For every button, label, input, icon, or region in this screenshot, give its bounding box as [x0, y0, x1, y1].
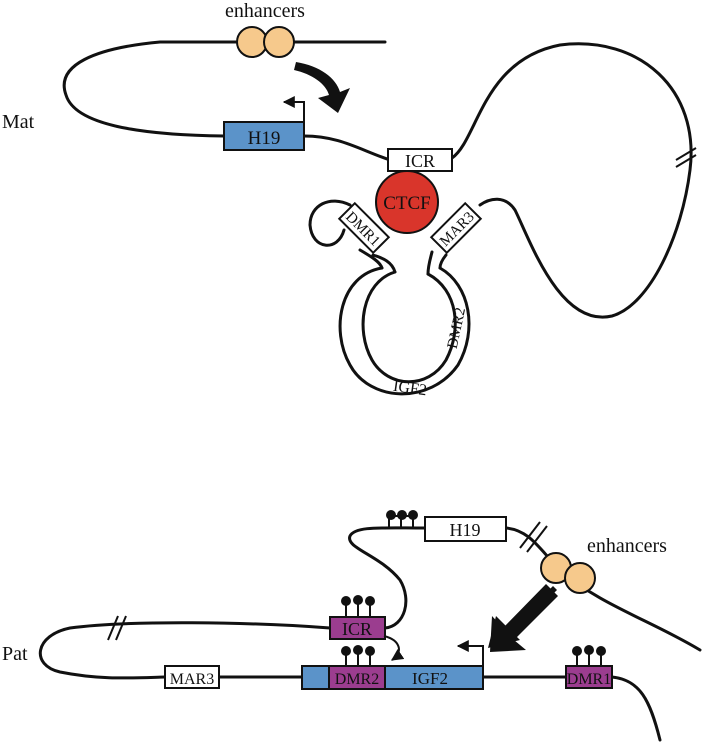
pat-dmr2-methyl-3	[365, 646, 375, 656]
mat-label: Mat	[2, 111, 35, 133]
mat-igf2: IGF2	[392, 378, 428, 400]
mat-chromatin-right-loop	[450, 42, 693, 319]
paternal-allele: Pat enhancers H19 ICR	[2, 510, 702, 742]
pat-break-mark-left	[107, 615, 127, 641]
mat-h19-tss-arrow	[282, 96, 305, 122]
pat-h19-label: H19	[450, 520, 481, 540]
mat-h19-label: H19	[248, 128, 281, 149]
pat-h19-methylation	[386, 510, 418, 528]
pat-enhancer-arrow-body	[490, 584, 558, 652]
pat-break-mark-right	[519, 521, 548, 553]
mat-icr-box	[387, 148, 453, 172]
pat-mar3-label: MAR3	[170, 671, 214, 688]
mat-igf2-label: IGF2	[392, 378, 428, 400]
mat-loop-neck-right	[426, 250, 448, 276]
pat-icr-methyl-1	[341, 596, 351, 606]
pat-igf2-label: IGF2	[412, 669, 448, 688]
mat-enhancer-1	[236, 26, 268, 58]
pat-dmr1-label: DMR1	[567, 671, 611, 688]
pat-dmr2-methyl-2	[353, 645, 363, 655]
pat-dmr1-methylation	[572, 645, 606, 666]
mat-mar3: MAR3	[429, 201, 483, 255]
mat-chromatin-dmr1-tail	[308, 199, 352, 247]
pat-chromatin-tail	[610, 675, 662, 742]
pat-dmr2-label: DMR2	[335, 671, 379, 688]
mat-chromatin-left	[62, 40, 387, 138]
pat-h19-methyl-2	[397, 510, 407, 520]
pat-dmr1-methyl-1	[572, 646, 582, 656]
mat-loop-neck-left	[358, 248, 397, 274]
pat-label: Pat	[2, 643, 28, 665]
pat-icr-to-dmr2-arrow	[383, 635, 405, 661]
mat-igf2-loop-outer	[338, 266, 471, 396]
mat-dmr1-box	[337, 201, 391, 255]
mat-igf2-loop-inner	[361, 270, 457, 384]
mat-mar3-box	[429, 201, 483, 255]
pat-icr-methyl-2	[353, 595, 363, 605]
pat-h19-box	[424, 516, 507, 542]
pat-chromatin-main	[38, 621, 332, 680]
pat-icr-methylation	[341, 595, 375, 617]
mat-ctcf-circle	[375, 170, 439, 234]
pat-dmr1-methyl-3	[596, 646, 606, 656]
maternal-allele: Mat enhancers H19 ICR CTCF DMR1	[2, 0, 697, 400]
pat-enhancer-2	[564, 562, 596, 594]
pat-icr-label: ICR	[342, 619, 372, 639]
pat-h19-methyl-3	[408, 510, 418, 520]
pat-dmr2-methylation	[341, 645, 375, 666]
mat-icr-label: ICR	[405, 151, 435, 171]
pat-chromatin-icr-loop	[348, 526, 427, 630]
mat-enhancers-label: enhancers	[225, 0, 305, 22]
mat-h19-box	[223, 121, 305, 151]
mat-enhancer-arrow	[294, 62, 350, 113]
pat-igf2-tss-arrow	[456, 640, 484, 666]
mat-enhancer-2	[263, 26, 295, 58]
mat-ctcf-label: CTCF	[383, 193, 431, 214]
pat-dmr1-methyl-2	[584, 645, 594, 655]
pat-mar3-box	[164, 665, 220, 689]
pat-icr-methyl-3	[365, 596, 375, 606]
pat-enhancers-label: enhancers	[587, 535, 667, 557]
mat-break-mark	[675, 147, 697, 168]
pat-h19-methyl-1	[386, 510, 396, 520]
pat-dmr2-methyl-1	[341, 646, 351, 656]
mat-chromatin-h19-to-icr	[302, 134, 392, 162]
